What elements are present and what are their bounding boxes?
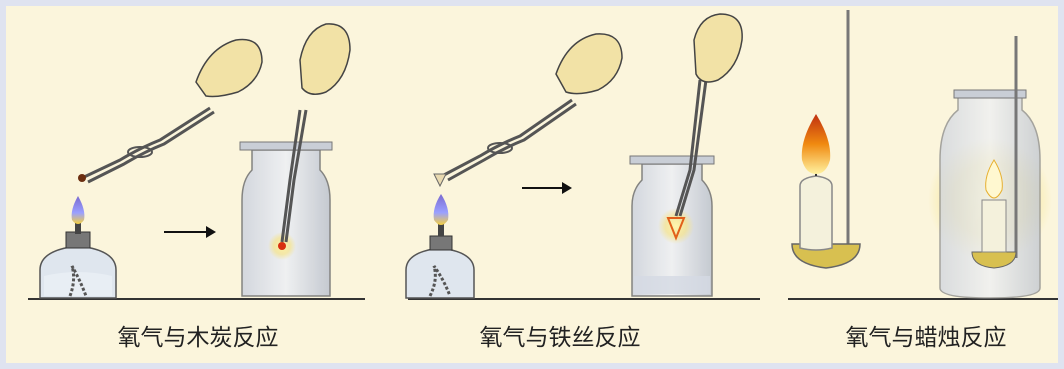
candle-body <box>799 175 833 251</box>
charcoal-experiment <box>28 23 365 300</box>
lamp-flame <box>71 196 85 224</box>
gas-jar-charcoal <box>239 141 333 297</box>
iron-experiment <box>405 13 760 300</box>
alcohol-lamp-2 <box>405 194 475 299</box>
arrow-iron <box>522 182 572 194</box>
caption-iron: 氧气与铁丝反应 <box>479 325 641 351</box>
lamp-flame-2 <box>433 194 449 225</box>
alcohol-lamp <box>39 196 117 299</box>
iron-wire-tongs <box>433 98 577 188</box>
figure-panel <box>6 6 1058 363</box>
gas-jar-iron <box>629 155 715 297</box>
charcoal-piece <box>78 174 86 182</box>
crucible-tongs <box>78 106 215 184</box>
hand-right-2 <box>693 13 743 83</box>
tongs-in-jar <box>280 109 302 243</box>
caption-charcoal: 氧气与木炭反应 <box>117 325 279 351</box>
candle-flame-bright <box>985 159 1003 199</box>
hand-right <box>299 23 351 95</box>
hand-left <box>195 38 263 98</box>
candle-spoon <box>791 114 861 269</box>
tongs-in-jar-2 <box>674 79 702 217</box>
arrow-charcoal <box>164 226 216 238</box>
candle-experiment <box>788 10 1058 300</box>
hand-left-2 <box>555 33 623 95</box>
caption-candle: 氧气与蜡烛反应 <box>845 325 1007 351</box>
gas-jar-candle <box>928 36 1052 299</box>
candle-flame <box>801 114 831 174</box>
